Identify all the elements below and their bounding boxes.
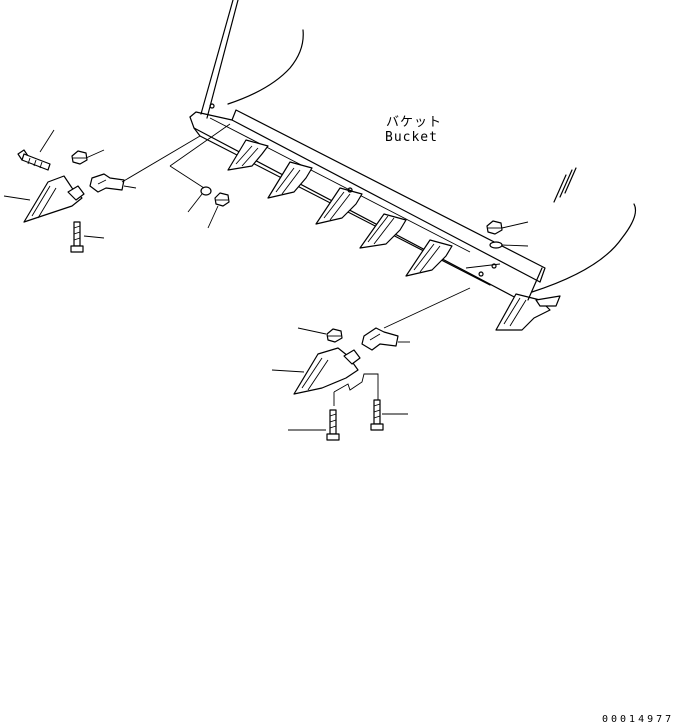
clip-left [89,135,201,193]
drawing-number: 00014977 [602,714,675,725]
bolt-left-top [17,129,55,171]
tooth-bottom [271,347,361,395]
washer-center [187,186,212,213]
nut-bottom [297,327,343,343]
cutting-edge [189,109,546,301]
bucket-label-en: Bucket [385,130,438,145]
washer-right [489,241,529,249]
bolt-bottom-left [288,392,340,441]
clip-bottom [361,287,471,351]
end-tooth-right [495,267,561,331]
adapter-2 [267,161,313,199]
bolt-bottom-right [370,399,408,431]
adapter-3 [315,187,363,225]
adapter-1 [227,139,269,171]
leader-bottom-pair [333,373,379,400]
bucket-label-jp: バケット [386,115,443,130]
end-tooth-left [3,175,85,223]
nut-right [486,220,529,235]
adapter-5 [405,239,453,277]
adapter-4 [359,213,407,249]
bucket-outline [200,0,637,293]
nut-center [169,123,231,229]
nut-left [71,149,105,165]
bolt-left-bottom [70,221,105,253]
